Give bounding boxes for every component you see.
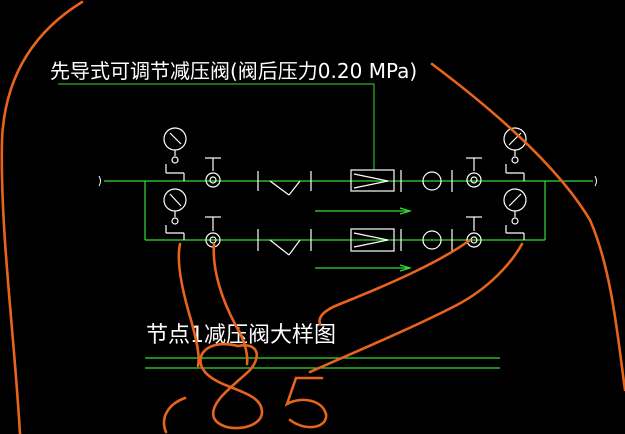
upper-branch-symbols [163,127,527,196]
label-leader-line [58,83,375,170]
pipe-network [104,180,593,369]
pipe-break-marks [98,175,597,187]
valve-label: 先导式可调节减压阀(阀后压力0.20 MPa) [50,59,417,83]
lower-branch-symbols [163,188,527,256]
